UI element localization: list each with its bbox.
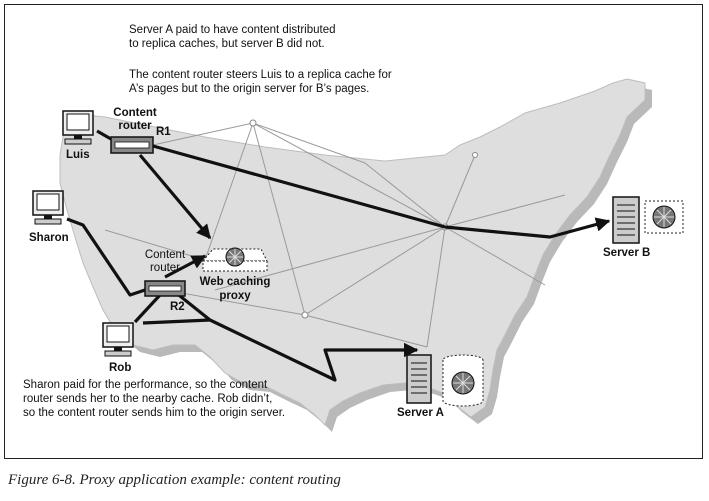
computer-icon-luis: [62, 110, 94, 145]
router-icon-r2: [144, 280, 186, 297]
path-r1-to-proxy: [138, 153, 212, 240]
computer-icon-rob: [102, 322, 134, 357]
label-content-router-r2-line1: Content: [144, 249, 186, 261]
path-r1-to-server-b: [152, 144, 611, 239]
label-luis: Luis: [66, 149, 90, 161]
figure-frame: Server A paid to have content distribute…: [4, 4, 703, 459]
backbone-links: [104, 122, 566, 348]
label-server-a: Server A: [397, 407, 444, 419]
label-server-b: Server B: [603, 247, 651, 259]
web-caching-proxy-icon: [201, 247, 268, 272]
replica-cache-icon-a: [442, 354, 484, 407]
server-icon-b: [612, 196, 640, 244]
server-icon-a: [406, 354, 432, 404]
computer-icon-sharon: [32, 190, 64, 225]
label-content-router-r1-line2: router: [118, 120, 152, 132]
label-sharon: Sharon: [29, 232, 69, 244]
label-content-router-r2-line2: router: [149, 262, 181, 274]
note-server-a-paid-line2: to replica caches, but server B did not.: [129, 38, 325, 50]
path-r2-to-server-a: [174, 290, 419, 382]
note-steers-luis-line1: The content router steers Luis to a repl…: [129, 69, 392, 81]
content-routing-diagram: [32, 78, 684, 432]
label-rob: Rob: [109, 362, 132, 374]
path-sharon-to-r2: [66, 217, 146, 297]
path-r2-to-proxy: [164, 254, 207, 279]
label-r1: R1: [156, 126, 171, 138]
label-content-router-r1-line1: Content: [113, 107, 157, 119]
figure-caption: Figure 6-8. Proxy application example: c…: [8, 472, 341, 488]
note-steers-luis-line2: A’s pages but to the origin server for B…: [129, 83, 370, 95]
path-rob-to-r2-link: [142, 318, 211, 325]
routing-paths: [66, 129, 611, 382]
note-server-a-paid-line1: Server A paid to have content distribute…: [129, 24, 336, 36]
path-rob-to-r2: [133, 293, 162, 324]
label-r2: R2: [170, 301, 185, 313]
path-luis-to-r1: [96, 129, 112, 141]
label-web-caching-proxy-line2: proxy: [219, 290, 251, 302]
origin-content-icon-b: [644, 200, 684, 234]
note-sharon-paid-line2: router sends her to the nearby cache. Ro…: [23, 393, 273, 405]
note-sharon-paid-line1: Sharon paid for the performance, so the …: [23, 379, 268, 391]
note-sharon-paid-line3: so the content router sends him to the o…: [23, 407, 286, 419]
label-web-caching-proxy-line1: Web caching: [199, 276, 271, 288]
router-icon-r1: [110, 136, 154, 154]
